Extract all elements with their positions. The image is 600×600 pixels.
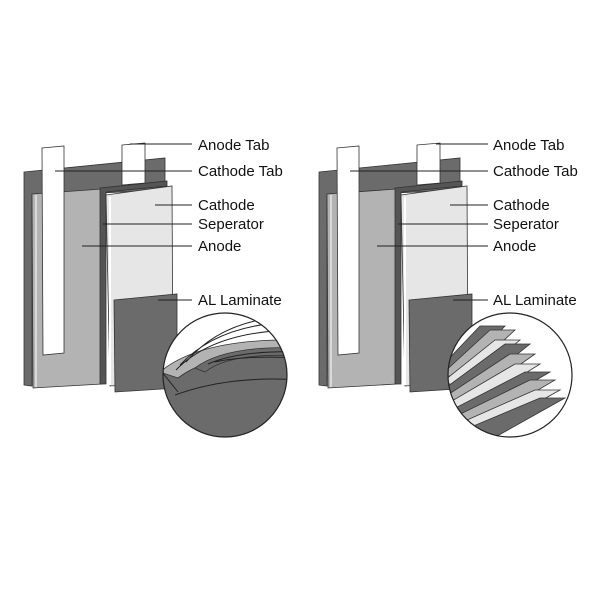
stacked-cell-diagram: Anode Tab Cathode Tab Cathode Seperator …: [318, 137, 578, 438]
label-al-laminate: AL Laminate: [198, 292, 282, 309]
label-anode: Anode: [493, 238, 536, 255]
wound-layers-magnifier: [162, 312, 288, 438]
cathode-tab: [121, 142, 146, 186]
label-separator: Seperator: [198, 216, 264, 233]
label-cathode: Cathode: [493, 197, 550, 214]
left-leader-lines: [55, 143, 192, 301]
anode-tab: [41, 145, 65, 356]
label-anode-tab: Anode Tab: [493, 137, 564, 154]
separator-sheet: [394, 180, 463, 385]
separator-sheet: [99, 180, 168, 385]
anode-tab: [336, 145, 360, 356]
label-anode: Anode: [198, 238, 241, 255]
cathode-tab: [416, 142, 441, 186]
stacked-layers-magnifier: [447, 312, 573, 438]
label-cathode-tab: Cathode Tab: [198, 163, 283, 180]
wound-cell-diagram: Anode Tab Cathode Tab Cathode Seperator …: [23, 137, 288, 438]
label-cathode: Cathode: [198, 197, 255, 214]
right-leader-lines: [350, 143, 488, 301]
label-cathode-tab: Cathode Tab: [493, 163, 578, 180]
label-al-laminate: AL Laminate: [493, 292, 577, 309]
label-anode-tab: Anode Tab: [198, 137, 269, 154]
label-separator: Seperator: [493, 216, 559, 233]
